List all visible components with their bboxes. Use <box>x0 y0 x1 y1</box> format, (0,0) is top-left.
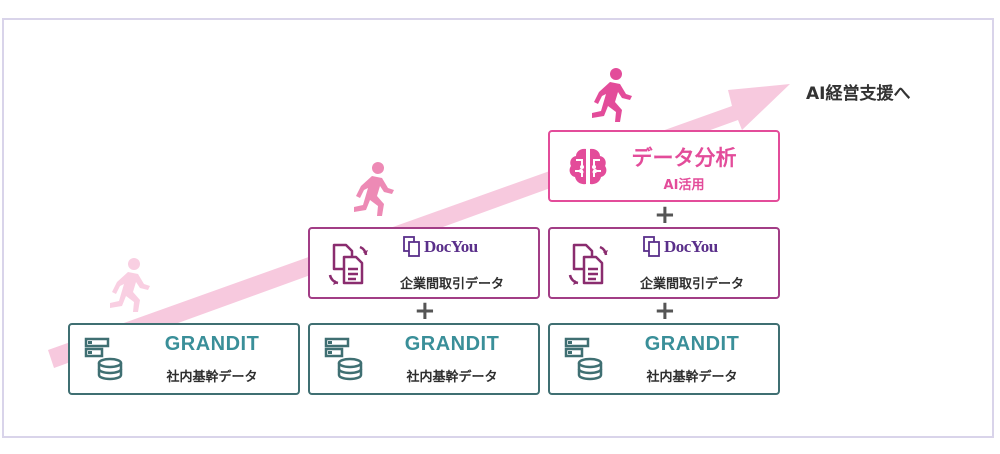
docyou-logo-icon <box>403 236 420 257</box>
plus-sign: + <box>654 200 676 230</box>
grandit-box-3: GRANDIT 社内基幹データ <box>548 323 780 395</box>
grandit-subtitle: 社内基幹データ <box>406 370 498 385</box>
goal-label: AI経営支援へ <box>806 84 911 104</box>
docyou-box-3: DocYou 企業間取引データ <box>548 227 780 299</box>
analysis-subtitle: AI活用 <box>663 178 705 193</box>
database-icon <box>564 337 603 381</box>
docyou-box-2: DocYou 企業間取引データ <box>308 227 540 299</box>
docyou-logo-text: DocYou <box>424 237 478 256</box>
grandit-title: GRANDIT <box>644 333 740 355</box>
docyou-logo: DocYou <box>642 235 718 261</box>
grandit-subtitle: 社内基幹データ <box>646 370 738 385</box>
brain-circuit-icon <box>569 148 607 185</box>
docyou-logo-icon <box>643 236 660 257</box>
runner-icon-large <box>592 68 632 122</box>
plus-sign: + <box>414 296 436 326</box>
document-exchange-icon <box>328 243 368 285</box>
document-exchange-icon <box>568 243 608 285</box>
grandit-title: GRANDIT <box>404 333 500 355</box>
grandit-subtitle: 社内基幹データ <box>166 370 258 385</box>
grandit-box-2: GRANDIT 社内基幹データ <box>308 323 540 395</box>
database-icon <box>324 337 363 381</box>
docyou-subtitle: 企業間取引データ <box>639 277 744 292</box>
grandit-title: GRANDIT <box>164 333 260 355</box>
analysis-title: データ分析 <box>631 146 737 170</box>
plus-sign: + <box>654 296 676 326</box>
grandit-box-1: GRANDIT 社内基幹データ <box>68 323 300 395</box>
docyou-logo: DocYou <box>402 235 478 261</box>
analysis-box: データ分析 AI活用 <box>548 130 780 202</box>
runner-icon-small <box>110 258 150 312</box>
docyou-subtitle: 企業間取引データ <box>399 277 504 292</box>
docyou-logo-text: DocYou <box>664 237 718 256</box>
diagram-frame <box>2 18 994 438</box>
database-icon <box>84 337 123 381</box>
runner-icon-medium <box>354 162 394 216</box>
